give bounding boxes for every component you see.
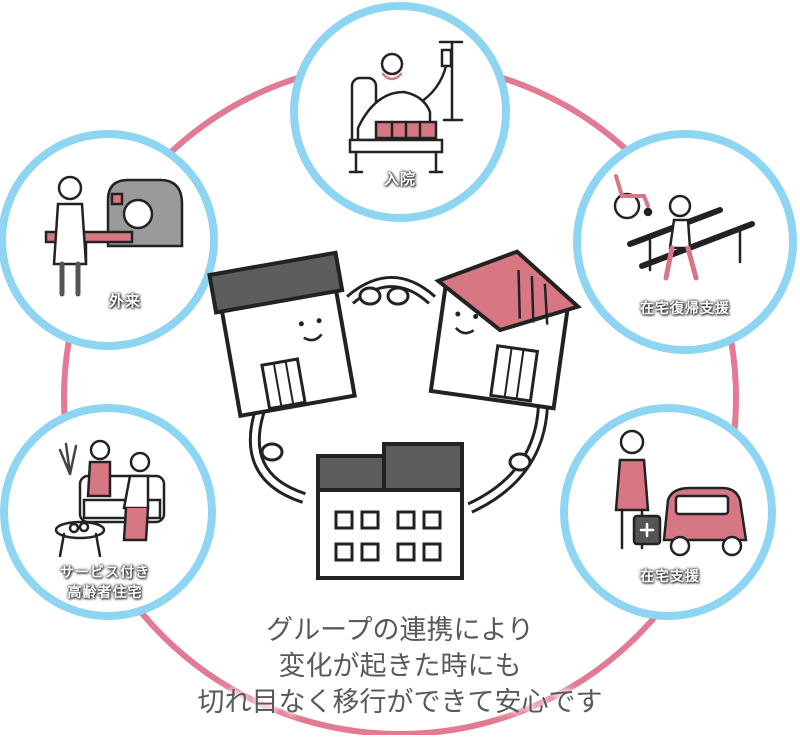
label-home-return-support: 在宅復帰支援 [640, 301, 730, 317]
caption-line-2: 変化が起きた時にも [278, 651, 522, 682]
node-hospitalization [290, 2, 510, 222]
node-home-return-support [573, 130, 797, 354]
facility-building [316, 442, 464, 580]
home-building [428, 249, 582, 411]
node-senior-housing [0, 404, 216, 620]
node-home-support [560, 404, 776, 620]
label-outpatient: 外来 [108, 292, 141, 310]
linked-buildings-group [207, 249, 582, 580]
hospital-bed-icon [348, 40, 464, 174]
label-senior-housing-line1: サービス付き [60, 565, 150, 581]
caption-line-3: 切れ目なく移行ができて安心です [197, 687, 603, 718]
label-senior-housing-line2: 高齢者住宅 [67, 585, 143, 601]
rehabilitation-icon [613, 174, 755, 281]
doctor-and-scanner-icon [44, 175, 184, 297]
car-and-caregiver-icon [614, 429, 748, 557]
residents-icon [54, 439, 166, 558]
node-outpatient [0, 130, 218, 350]
label-home-support: 在宅支援 [640, 569, 700, 585]
clinic-building [207, 250, 357, 419]
label-hospitalization: 入院 [383, 170, 416, 188]
caption-line-1: グループの連携により [266, 615, 534, 646]
